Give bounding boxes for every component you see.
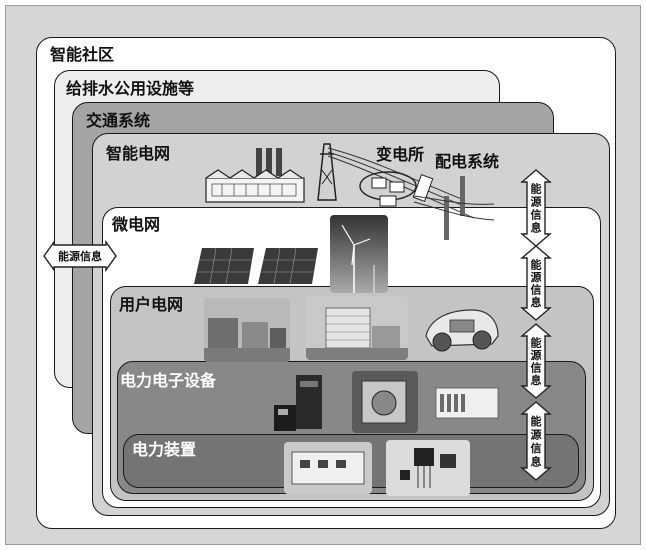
label-user-grid: 用户电网 xyxy=(119,295,184,314)
energy-info-horizontal-arrow xyxy=(43,239,117,273)
transistor-icon xyxy=(386,440,470,496)
inverter-icon xyxy=(274,375,322,431)
solar-panel-icon xyxy=(194,247,318,285)
building-icon xyxy=(306,296,408,360)
energy-info-char: 息 xyxy=(531,295,542,309)
label-power-devices: 电力装置 xyxy=(132,440,197,459)
energy-info-char: 源 xyxy=(531,195,542,209)
label-substation: 变电所 xyxy=(376,145,425,164)
energy-info-char: 源 xyxy=(531,427,542,441)
energy-info-char: 源 xyxy=(531,348,542,362)
car-icon xyxy=(425,309,499,352)
energy-info-vertical-arrow xyxy=(520,323,552,399)
energy-info-char: 信 xyxy=(531,208,542,222)
label-transport: 交通系统 xyxy=(86,111,151,130)
label-power-electronics: 电力电子设备 xyxy=(120,371,217,390)
energy-info-char: 信 xyxy=(531,282,542,296)
label-smart-grid: 智能电网 xyxy=(106,144,171,163)
label-microgrid: 微电网 xyxy=(112,215,161,234)
energy-info-char: 源 xyxy=(531,270,542,284)
energy-info-char: 能 xyxy=(531,335,542,349)
energy-info-char: 能 xyxy=(531,182,542,196)
wind-turbine-icon xyxy=(330,215,388,293)
motor-icon xyxy=(352,371,418,433)
switchgear-icon xyxy=(435,387,499,419)
label-water-utilities: 给排水公用设施等 xyxy=(66,79,195,98)
energy-info-vertical-arrow xyxy=(520,245,552,321)
energy-info-label: 能源信息 xyxy=(58,249,102,263)
diagram-frame: 智能社区 给排水公用设施等 交通系统 智能电网 变电所 配电系统 微电网 用户电… xyxy=(5,5,641,545)
label-smart-community: 智能社区 xyxy=(50,45,115,64)
energy-info-char: 息 xyxy=(531,373,542,387)
energy-info-char: 能 xyxy=(531,257,542,271)
power-module-icon xyxy=(284,442,372,494)
energy-info-vertical-arrow xyxy=(520,401,552,481)
energy-info-char: 息 xyxy=(531,454,542,468)
energy-info-char: 能 xyxy=(531,414,542,428)
label-distribution: 配电系统 xyxy=(435,152,500,171)
energy-info-char: 息 xyxy=(531,221,542,235)
energy-info-char: 信 xyxy=(531,360,542,374)
energy-info-char: 信 xyxy=(531,441,542,455)
transmission-tower-icon xyxy=(317,143,494,240)
building-icon xyxy=(204,298,290,362)
factory-icon xyxy=(205,148,305,203)
